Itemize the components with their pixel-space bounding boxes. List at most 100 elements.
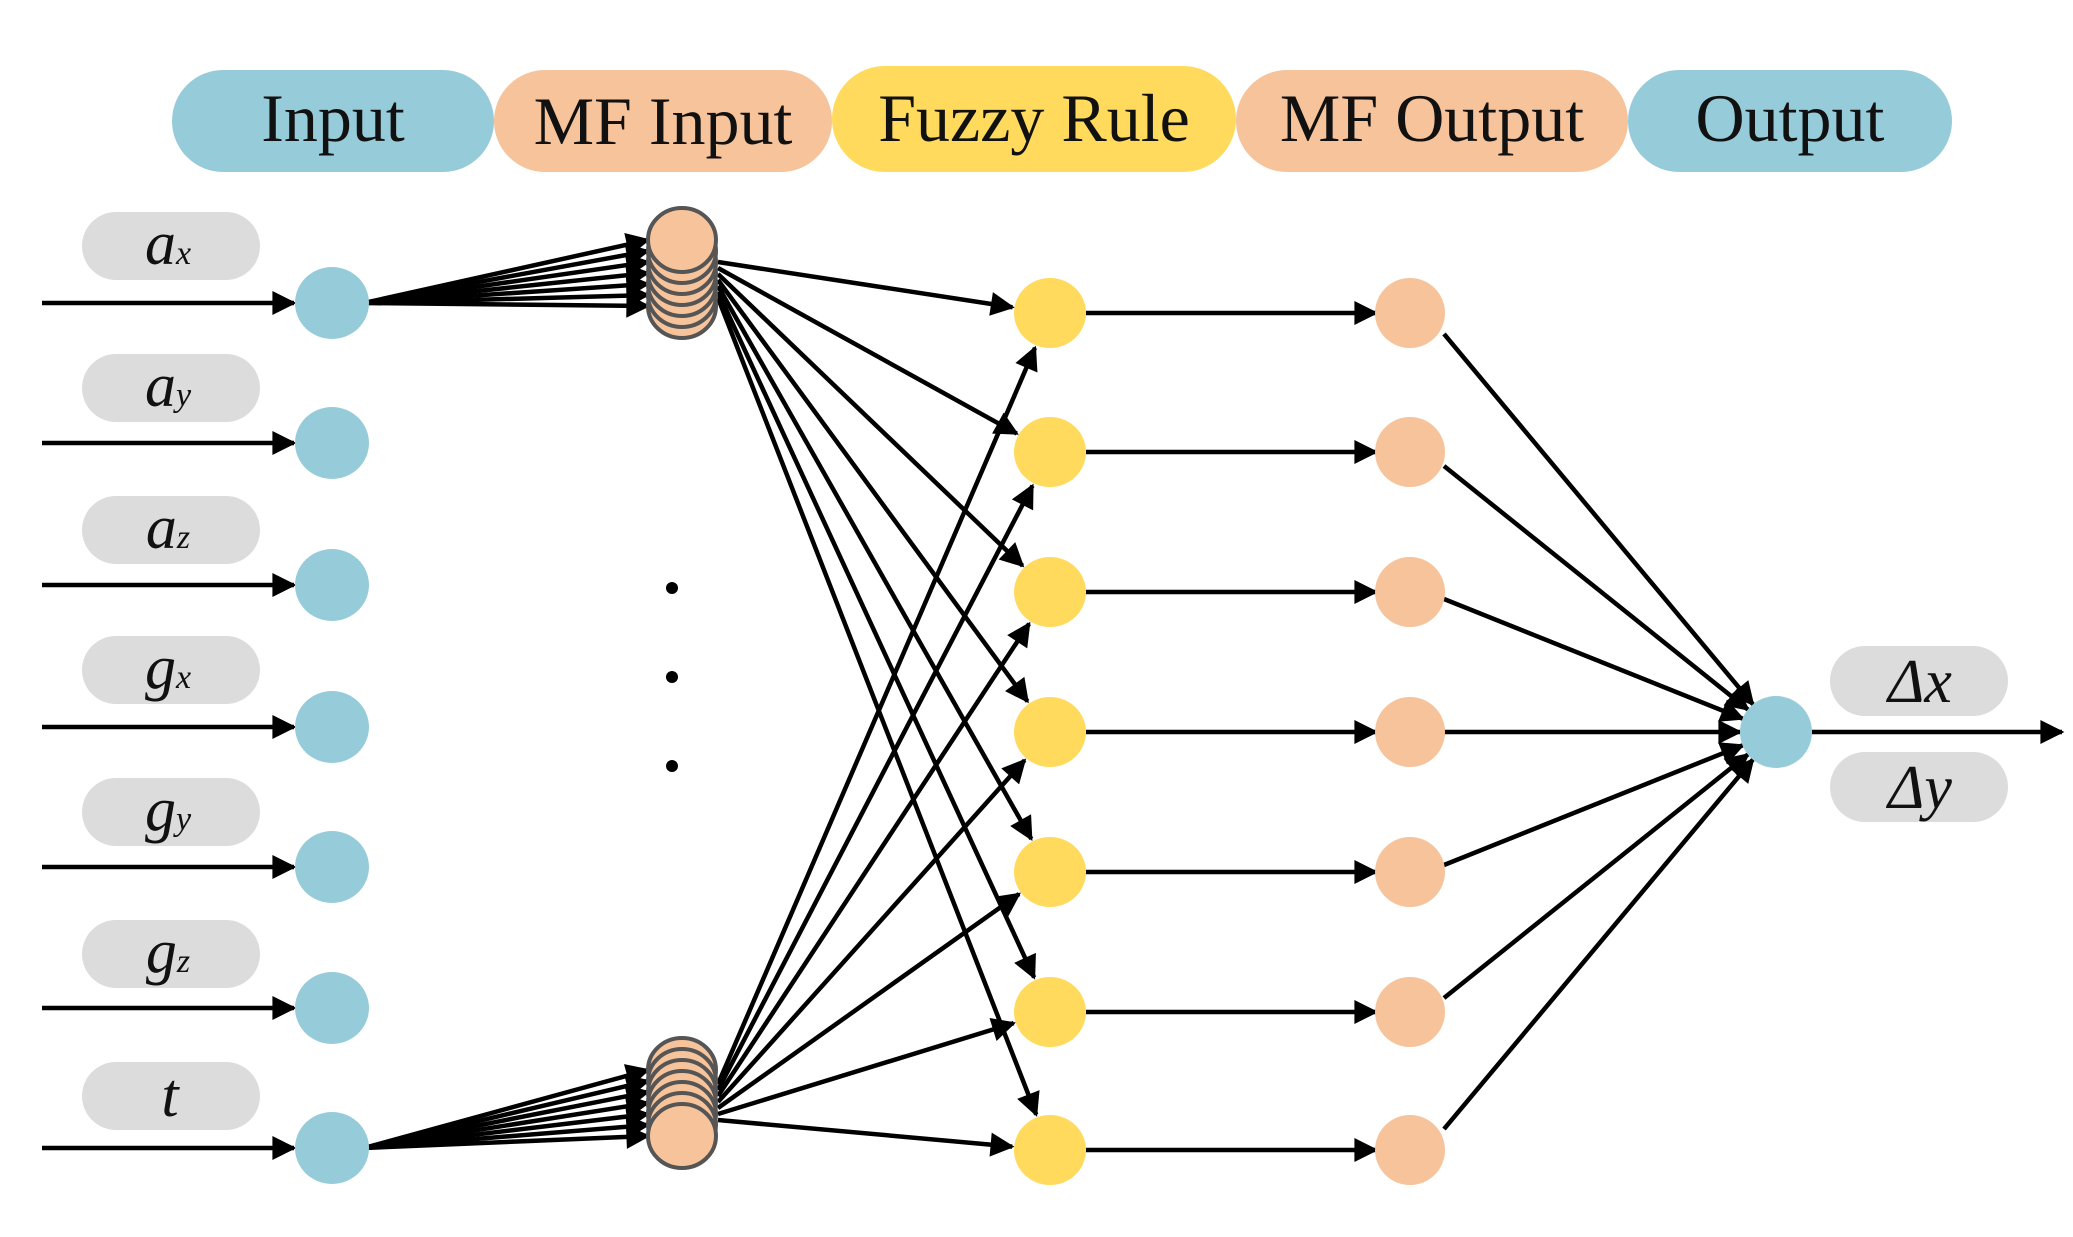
input-node-3 <box>295 691 369 763</box>
mf-to-rule-arrow <box>716 621 1031 1098</box>
mf-output-node-1 <box>1375 417 1445 487</box>
input-node-2 <box>295 549 369 621</box>
input-label-ax-sub: x <box>175 235 191 272</box>
input-label-t: t <box>82 1062 260 1130</box>
svg-text:Δy: Δy <box>1885 754 1952 822</box>
svg-text:gy: gy <box>145 776 192 844</box>
input-label-gy-base: g <box>145 776 176 844</box>
mf-output-node-3 <box>1375 697 1445 767</box>
ellipsis-dot <box>666 760 678 772</box>
input-label-az-sub: z <box>176 519 190 556</box>
input-label-gz: gz <box>82 918 260 988</box>
header-label-mf-output: MF Output <box>1280 80 1584 156</box>
input-label-gx: gx <box>82 634 260 704</box>
rule-node-5 <box>1014 977 1086 1047</box>
rule-node-6 <box>1014 1115 1086 1185</box>
rule-node-0 <box>1014 278 1086 348</box>
svg-text:t: t <box>161 1062 180 1130</box>
input-node-6 <box>295 1112 369 1184</box>
mfout-to-output-arrow <box>1442 464 1750 712</box>
svg-text:Δx: Δx <box>1885 648 1952 716</box>
input-label-gz-sub: z <box>176 943 190 980</box>
mf-output-node-4 <box>1375 837 1445 907</box>
output-label-delta-x-symbol: Δ <box>1885 648 1924 716</box>
mfout-to-output-arrow <box>1443 596 1745 722</box>
header-pill-mf-output: MF Output <box>1236 70 1628 172</box>
mf-to-rule-arrow <box>716 266 1019 436</box>
mfout-to-output-arrow <box>1442 752 1750 1000</box>
input-node-5 <box>295 972 369 1044</box>
input-label-gx-sub: x <box>175 659 191 696</box>
edges-layer <box>42 232 2065 1162</box>
mf-to-rule-arrow <box>716 272 1025 568</box>
input-label-ay: ay <box>82 352 260 422</box>
header-label-input: Input <box>261 80 405 156</box>
input-label-az-base: a <box>146 494 177 562</box>
header-label-fuzzy-rule: Fuzzy Rule <box>878 80 1190 156</box>
input-label-az: az <box>82 494 260 564</box>
layer-header: Input MF Input Fuzzy Rule MF Output Outp… <box>172 66 1952 172</box>
output-label-delta-y: Δy <box>1830 752 2008 822</box>
mf-to-rule-arrow <box>715 345 1038 1085</box>
svg-text:gz: gz <box>146 918 190 986</box>
svg-text:ax: ax <box>145 210 191 278</box>
ellipsis-dot <box>666 582 678 594</box>
rule-node-2 <box>1014 557 1086 627</box>
mf-to-rule-arrow <box>716 483 1035 1092</box>
input-label-gy-sub: y <box>173 801 192 838</box>
rule-node-1 <box>1014 417 1086 487</box>
input-label-ay-base: a <box>145 352 176 420</box>
input-node-0 <box>295 267 369 339</box>
mf-to-rule-arrow <box>717 1117 1015 1157</box>
input-node-4 <box>295 831 369 903</box>
header-label-mf-input: MF Input <box>534 83 793 159</box>
mf-ellipsis: · · · <box>666 582 678 772</box>
input-node-1 <box>295 407 369 479</box>
output-label-delta-y-var: y <box>1918 754 1952 822</box>
svg-text:ay: ay <box>145 352 192 420</box>
header-pill-input: Input <box>172 70 494 172</box>
input-labels: ax ay az gx gy gz t <box>82 210 260 1130</box>
input-label-gx-base: g <box>145 634 176 702</box>
rule-node-3 <box>1014 697 1086 767</box>
mf-output-node-2 <box>1375 557 1445 627</box>
mf-to-rule-arrow <box>717 1018 1016 1117</box>
mf-to-rule-arrow <box>717 259 1015 316</box>
mfout-to-output-arrow <box>1442 757 1755 1131</box>
rule-node-4 <box>1014 837 1086 907</box>
mf-to-rule-arrow <box>716 284 1034 842</box>
output-labels: Δx Δy <box>1830 646 2008 822</box>
mf-to-rule-arrow <box>715 297 1040 1117</box>
header-pill-fuzzy-rule: Fuzzy Rule <box>832 66 1236 172</box>
fan-in-arrow <box>363 1124 651 1151</box>
fan-in-arrow <box>363 293 651 318</box>
mf-input-node-bottom <box>646 1102 718 1170</box>
mf-output-node-5 <box>1375 977 1445 1047</box>
input-label-gz-base: g <box>146 918 177 986</box>
mf-output-node-0 <box>1375 278 1445 348</box>
input-label-ax: ax <box>82 210 260 280</box>
svg-text:az: az <box>146 494 190 562</box>
mf-to-rule-arrow <box>716 892 1021 1110</box>
ellipsis-dot <box>666 671 678 683</box>
svg-text:gx: gx <box>145 634 191 702</box>
input-label-ay-sub: y <box>173 377 192 414</box>
input-label-ax-base: a <box>145 210 176 278</box>
mf-to-rule-arrow <box>716 278 1030 704</box>
output-label-delta-x: Δx <box>1830 646 2008 716</box>
mfout-to-output-arrow <box>1442 332 1755 707</box>
mf-to-rule-arrow <box>715 291 1037 980</box>
mf-output-node-6 <box>1375 1115 1445 1185</box>
input-label-gy: gy <box>82 776 260 846</box>
output-label-delta-x-var: x <box>1923 648 1952 716</box>
mf-to-rule-arrow <box>716 758 1027 1104</box>
nodes-layer <box>295 206 1812 1185</box>
input-label-t-base: t <box>161 1062 180 1130</box>
mf-input-node-top <box>646 206 718 274</box>
mfout-to-output-arrow <box>1443 742 1745 868</box>
output-node <box>1740 696 1812 768</box>
output-label-delta-y-symbol: Δ <box>1885 754 1924 822</box>
header-pill-output: Output <box>1628 70 1952 172</box>
header-label-output: Output <box>1696 80 1885 156</box>
